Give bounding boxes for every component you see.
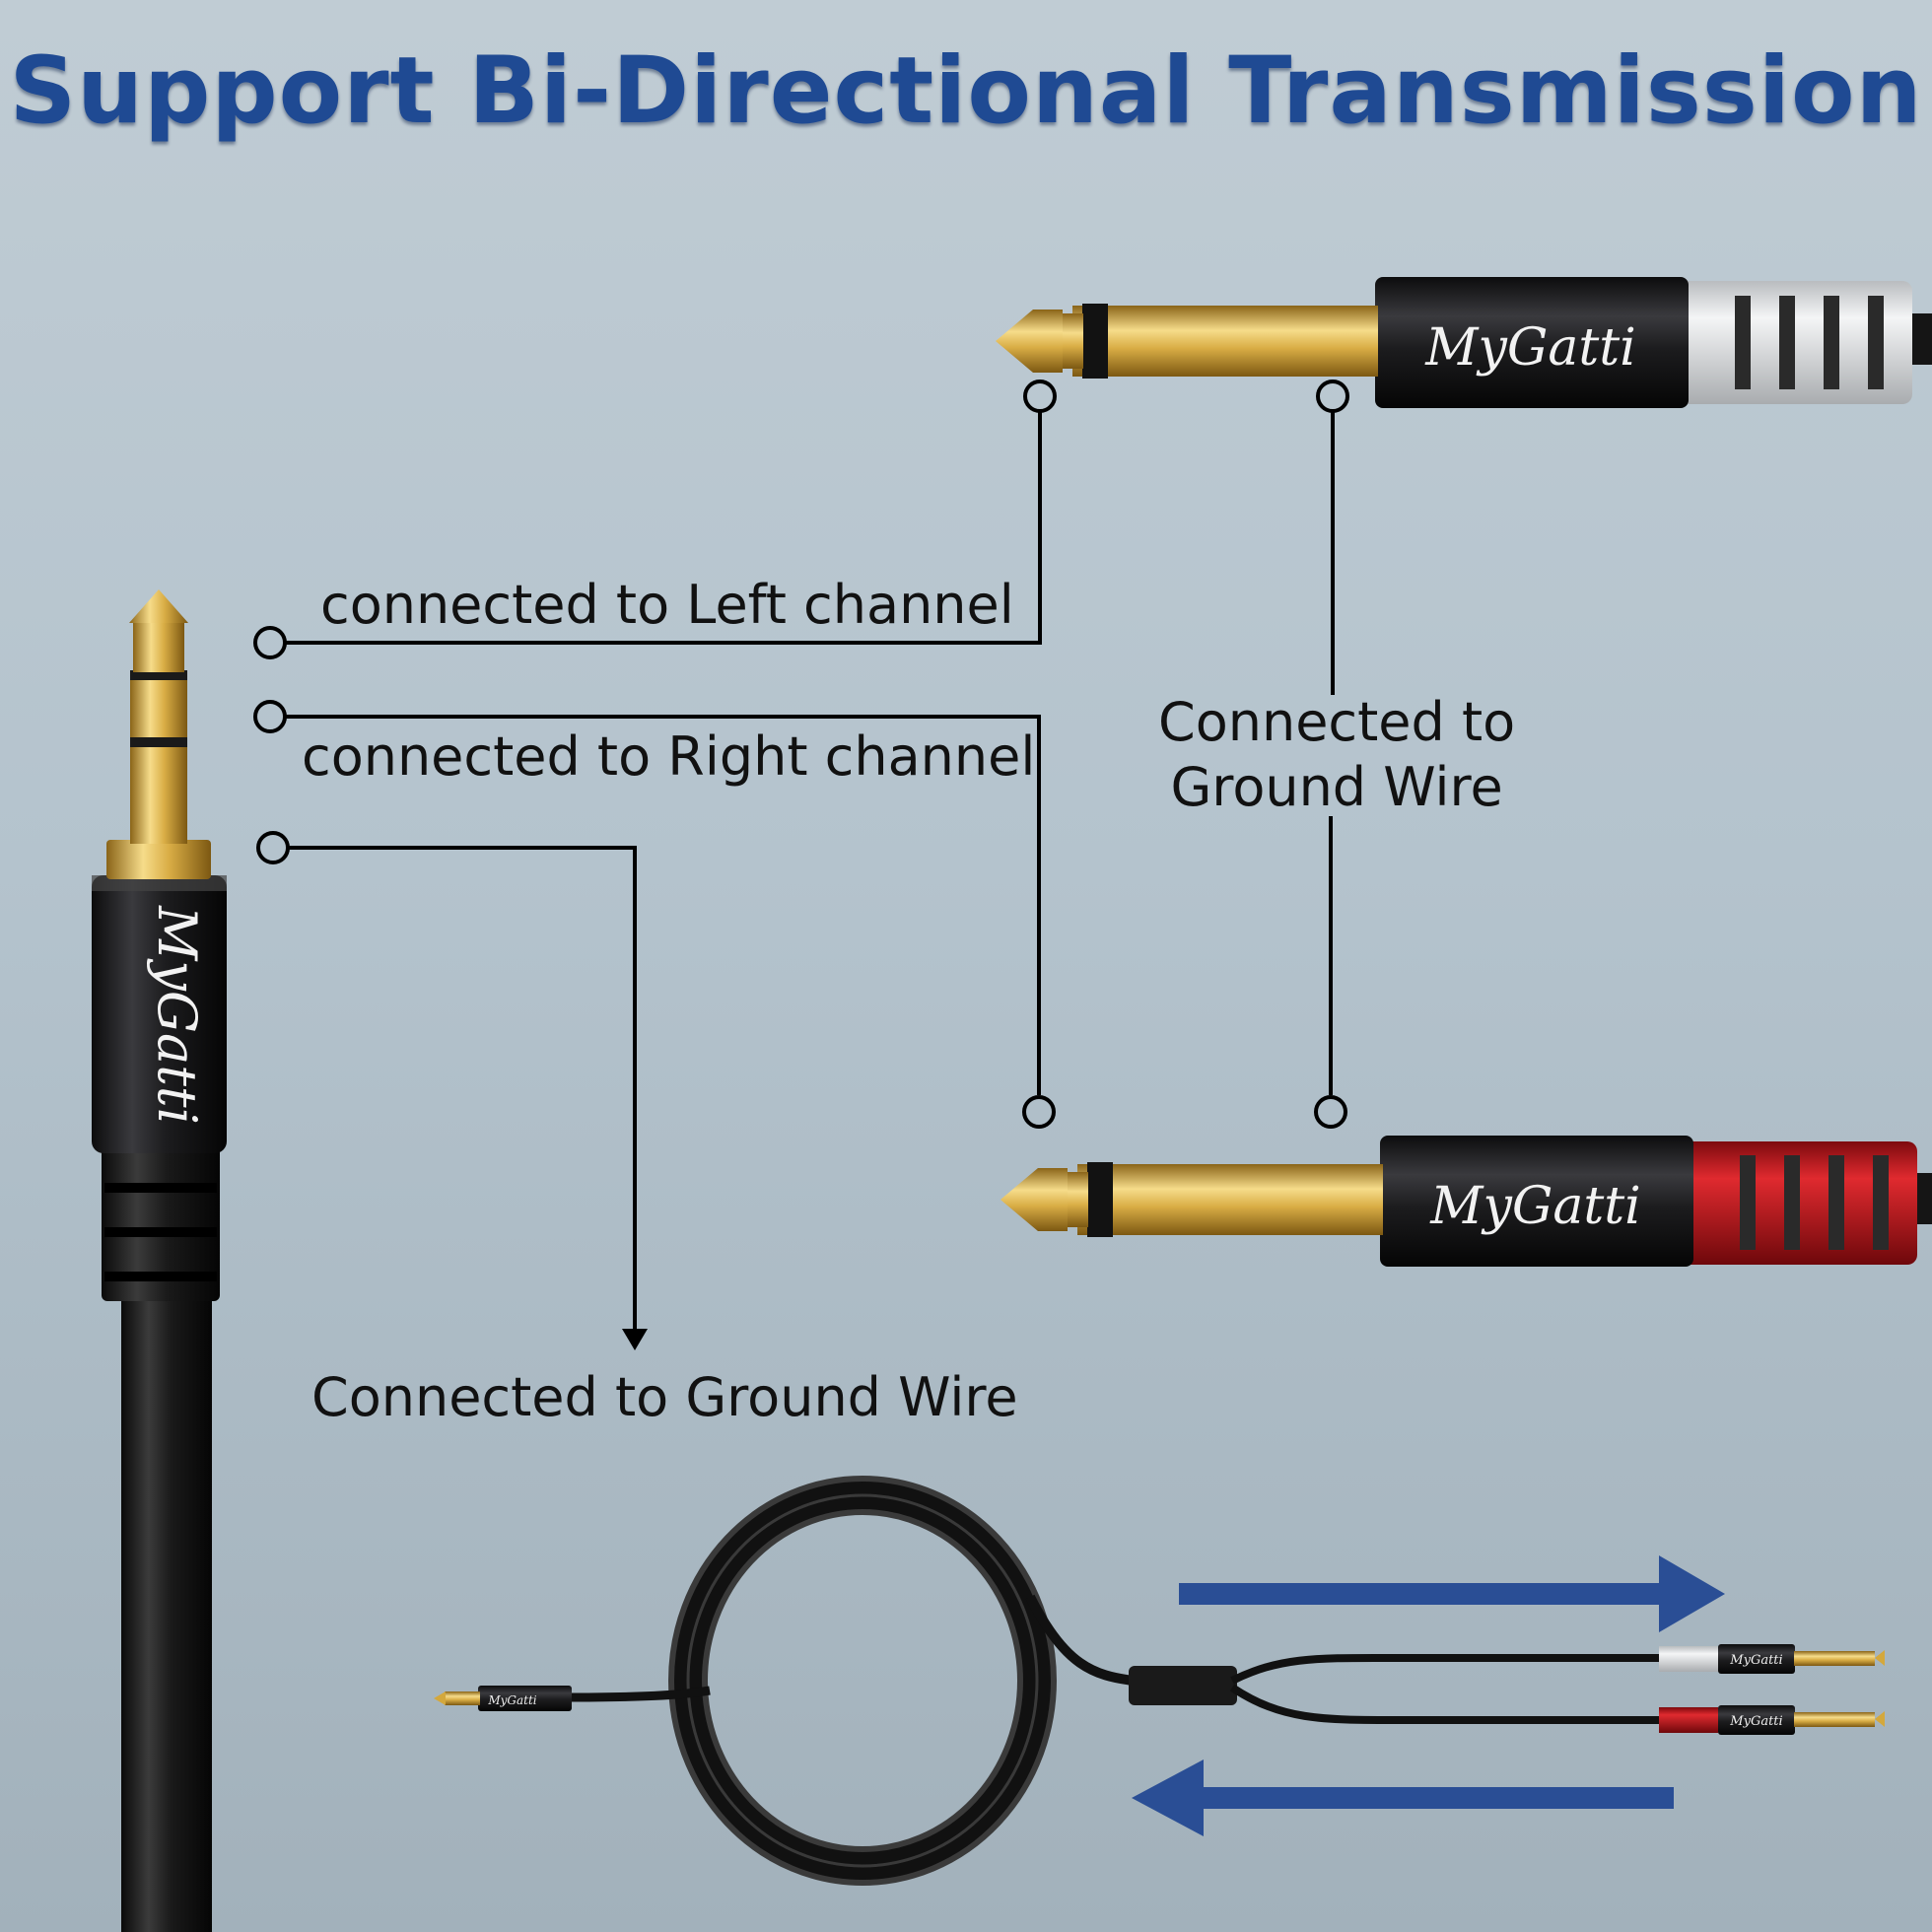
terminal-circle — [1316, 380, 1349, 413]
direction-arrows — [1132, 1555, 1725, 1836]
trs-3-5mm-plug: MyGatti — [92, 589, 227, 1932]
plug-sleeve — [130, 670, 187, 844]
label-ground-right-line2: Ground Wire — [1170, 756, 1503, 818]
insulator-ring — [130, 670, 187, 680]
brand-logo: MyGatti — [1429, 1177, 1641, 1236]
connection-lines — [285, 411, 1335, 1331]
terminal-circle — [253, 626, 287, 659]
brand-logo: MyGatti — [146, 905, 208, 1125]
plug-tip — [996, 310, 1063, 373]
plug-tip — [1000, 1168, 1068, 1231]
line-ground-bottom — [288, 846, 637, 1331]
gold-collar — [106, 840, 211, 879]
arrow-left-icon — [1132, 1760, 1674, 1836]
terminals — [253, 380, 1349, 1129]
ts-6-35mm-plug-white: MyGatti — [996, 277, 1932, 408]
connector-body — [1375, 277, 1689, 408]
page-title: Support Bi-Directional Transmission — [9, 37, 1923, 145]
connector-body — [92, 875, 227, 1153]
ts-6-35mm-plug-red: MyGatti — [1000, 1136, 1932, 1267]
terminal-circle — [1022, 1095, 1056, 1129]
plug-tip — [129, 589, 188, 623]
line-right-channel — [285, 715, 1041, 1095]
brand-logo: MyGatti — [1729, 1653, 1782, 1668]
terminal-circle — [253, 700, 287, 733]
plug-sleeve — [1072, 306, 1378, 377]
terminal-circle — [1314, 1095, 1347, 1129]
cable-vertical — [121, 1281, 212, 1932]
terminal-circle — [1023, 380, 1057, 413]
insulator-ring — [1082, 304, 1108, 379]
arrow-down-icon — [622, 1329, 648, 1350]
label-ground-wire-right: Connected to Ground Wire — [1158, 690, 1515, 820]
plug-sleeve — [1077, 1164, 1383, 1235]
coiled-cable-illustration: MyGatti MyGatti MyGatti — [434, 1476, 1885, 1886]
terminal-circle — [256, 831, 290, 864]
brand-logo: MyGatti — [1424, 318, 1636, 378]
label-ground-wire-bottom: Connected to Ground Wire — [311, 1366, 1018, 1428]
line-left-channel — [285, 411, 1042, 645]
label-right-channel: connected to Right channel — [302, 725, 1036, 788]
connector-body — [1380, 1136, 1693, 1267]
brand-logo: MyGatti — [487, 1693, 536, 1707]
brand-logo: MyGatti — [1729, 1714, 1782, 1729]
insulator-ring — [1087, 1162, 1113, 1237]
label-ground-right-line1: Connected to — [1158, 691, 1516, 753]
label-left-channel: connected to Left channel — [320, 574, 1014, 636]
insulator-ring — [130, 737, 187, 747]
arrow-right-icon — [1179, 1555, 1725, 1632]
